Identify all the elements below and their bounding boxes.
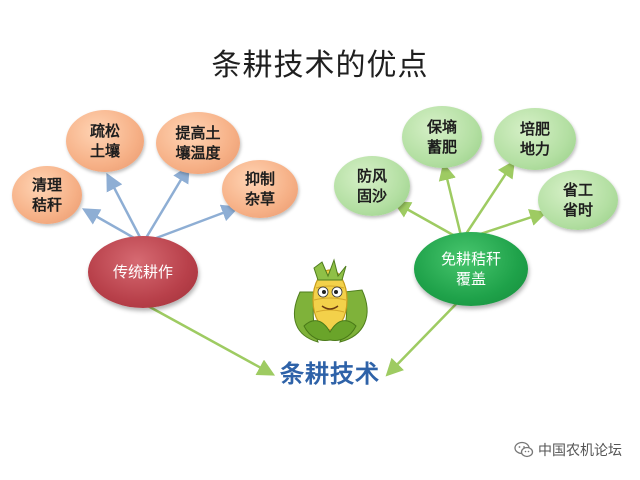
leaf-line: 提高土 [175, 123, 221, 142]
hub-traditional-tillage: 传统耕作 [88, 236, 198, 308]
leaf-line: 蓄肥 [426, 138, 457, 156]
hub-line: 免耕秸秆 [440, 249, 501, 268]
arrow-traditional-to-loosen-soil [106, 172, 145, 244]
leaf-line: 防风 [356, 166, 387, 185]
hub-no-till-straw-cover: 免耕秸秆覆盖 [414, 232, 528, 306]
corn-mascot-icon [293, 258, 368, 343]
leaf-line: 清理 [31, 175, 62, 194]
leaf-moisture-retention: 保墒蓄肥 [402, 106, 482, 168]
hub-label: 传统耕作 [112, 262, 173, 281]
center-strip-tillage-label: 条耕技术 [280, 360, 380, 388]
watermark: 中国农机论坛 [514, 440, 622, 460]
leaf-line: 省工 [562, 180, 593, 199]
arrow-traditional-to-raise-temp [141, 164, 190, 244]
leaf-weed-control: 抑制杂草 [222, 160, 298, 218]
leaf-line: 培肥 [519, 119, 550, 138]
arrow-notill-to-center [385, 301, 459, 377]
leaf-line: 土壤 [89, 142, 120, 160]
leaf-line: 壤温度 [175, 144, 221, 162]
arrow-notill-to-moisture [438, 162, 464, 241]
arrow-traditional-to-center [147, 304, 276, 376]
leaf-clean-straw: 清理秸秆 [12, 166, 82, 224]
leaf-raise-soil-temp: 提高土壤温度 [156, 112, 240, 174]
leaf-line: 省时 [562, 201, 593, 219]
page-title: 条耕技术的优点 [211, 48, 429, 83]
hub-line: 覆盖 [455, 270, 486, 288]
leaf-windbreak: 防风固沙 [334, 156, 410, 216]
leaf-labor-saving: 省工省时 [538, 170, 618, 230]
leaf-loosen-soil: 疏松土壤 [66, 110, 144, 172]
leaf-line: 秸秆 [31, 196, 62, 214]
arrow-notill-to-fertility [460, 160, 515, 241]
leaf-line: 固沙 [356, 187, 387, 205]
leaf-line: 抑制 [244, 169, 275, 188]
watermark-text: 中国农机论坛 [538, 443, 622, 459]
wechat-icon [514, 441, 534, 458]
leaf-line: 地力 [519, 140, 550, 158]
leaf-soil-fertility: 培肥地力 [494, 108, 576, 170]
leaf-line: 保墒 [426, 117, 457, 136]
leaf-line: 疏松 [89, 121, 120, 140]
leaf-line: 杂草 [244, 190, 275, 208]
